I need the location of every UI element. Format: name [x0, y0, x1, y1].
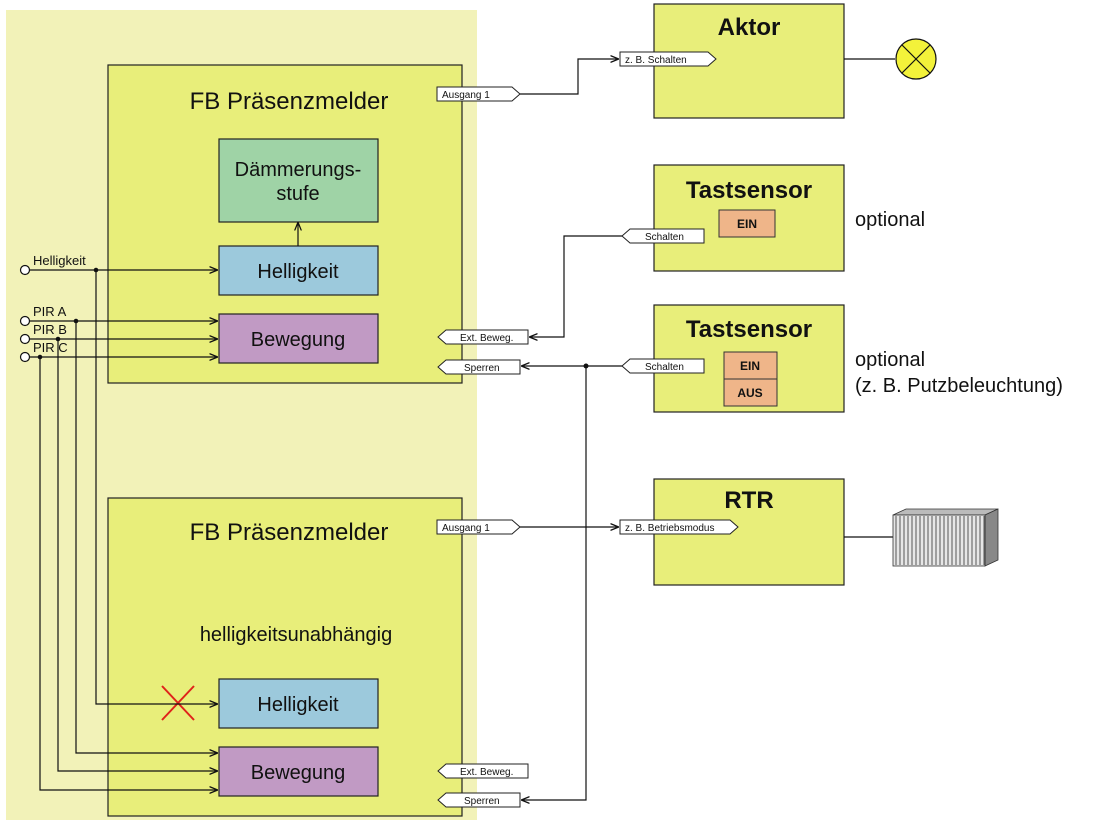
tastsensor-2-button-aus-label: AUS	[737, 386, 762, 400]
input-pir-c-label: PIR C	[33, 340, 68, 355]
fb-bottom: FB Präsenzmelder helligkeitsunabhängig H…	[107, 497, 529, 817]
aktor-device: Aktor z. B. Schalten	[619, 3, 937, 119]
terminal-helligkeit	[19, 264, 31, 276]
lamp-icon	[895, 38, 937, 80]
fb-bottom-note: helligkeitsunabhängig	[200, 624, 392, 646]
port-ext-beweg-bottom	[437, 763, 529, 779]
helligkeit-label-bottom: Helligkeit	[257, 694, 339, 716]
daemmerungsstufe-label-2: stufe	[276, 183, 319, 205]
input-pir-a-label: PIR A	[33, 304, 67, 319]
bewegung-box-top	[218, 313, 379, 364]
terminal-pir-c	[19, 351, 31, 363]
tastsensor-2-note-2: (z. B. Putzbeleuchtung)	[855, 375, 1063, 397]
port-rtr-in-label: z. B. Betriebsmodus	[625, 523, 714, 534]
bewegung-box-bottom	[218, 746, 379, 797]
tastsensor-1-note: optional	[855, 209, 925, 231]
port-ext-beweg-top-label: Ext. Beweg.	[460, 333, 513, 344]
cross-icon	[161, 685, 195, 721]
fb-top-title: FB Präsenzmelder	[190, 88, 389, 115]
port-ausgang-top	[436, 86, 521, 102]
tastsensor-1-title: Tastsensor	[686, 177, 812, 204]
rtr-device: RTR z. B. Betriebsmodus	[619, 478, 999, 586]
port-sperren-top	[437, 359, 521, 375]
helligkeit-label-top: Helligkeit	[257, 261, 339, 283]
port-sperren-bottom-label: Sperren	[464, 796, 500, 807]
bewegung-label-top: Bewegung	[251, 329, 346, 351]
tastsensor-2-note-1: optional	[855, 349, 925, 371]
port-ausgang-bottom	[436, 519, 521, 535]
port-ausgang-bottom-label: Ausgang 1	[442, 523, 490, 534]
port-sperren-bottom	[437, 792, 521, 808]
input-wiring: Helligkeit PIR A PIR B PIR C	[19, 253, 218, 790]
port-sperren-top-label: Sperren	[464, 363, 500, 374]
daemmerungsstufe-label-1: Dämmerungs-	[235, 159, 362, 181]
helligkeit-box-bottom	[218, 678, 379, 729]
tastsensor-2-title: Tastsensor	[686, 316, 812, 343]
terminal-pir-b	[19, 333, 31, 345]
port-aktor-in-label: z. B. Schalten	[625, 55, 687, 66]
input-helligkeit-label: Helligkeit	[33, 253, 86, 268]
port-ausgang-top-label: Ausgang 1	[442, 90, 490, 101]
fb-bottom-title: FB Präsenzmelder	[190, 519, 389, 546]
tastsensor-2-button-aus	[723, 378, 778, 407]
port-ext-beweg-bottom-label: Ext. Beweg.	[460, 767, 513, 778]
daemmerungsstufe-box	[218, 138, 379, 223]
aktor-title: Aktor	[718, 14, 781, 41]
port-ext-beweg-top	[437, 329, 529, 345]
tastsensor-2: Tastsensor EIN AUS Schalten optional (z.…	[621, 304, 1063, 413]
radiator-icon	[892, 508, 999, 567]
tastsensor-2-button-ein-label: EIN	[740, 359, 760, 373]
port-tastsensor-1-out-label: Schalten	[645, 232, 684, 243]
port-tastsensor-2-out	[621, 358, 705, 374]
port-aktor-in	[619, 51, 717, 67]
tastsensor-2-button-ein	[723, 351, 778, 380]
input-pir-b-label: PIR B	[33, 322, 67, 337]
port-rtr-in	[619, 519, 739, 535]
port-tastsensor-1-out	[621, 228, 705, 244]
tastsensor-1: Tastsensor EIN Schalten optional	[621, 164, 925, 272]
tastsensor-1-button-ein-label: EIN	[737, 217, 757, 231]
rtr-title: RTR	[724, 487, 773, 514]
terminal-pir-a	[19, 315, 31, 327]
fb-top: FB Präsenzmelder Dämmerungs- stufe Helli…	[107, 64, 529, 384]
bewegung-label-bottom: Bewegung	[251, 762, 346, 784]
tastsensor-1-button-ein	[718, 209, 776, 238]
port-tastsensor-2-out-label: Schalten	[645, 362, 684, 373]
